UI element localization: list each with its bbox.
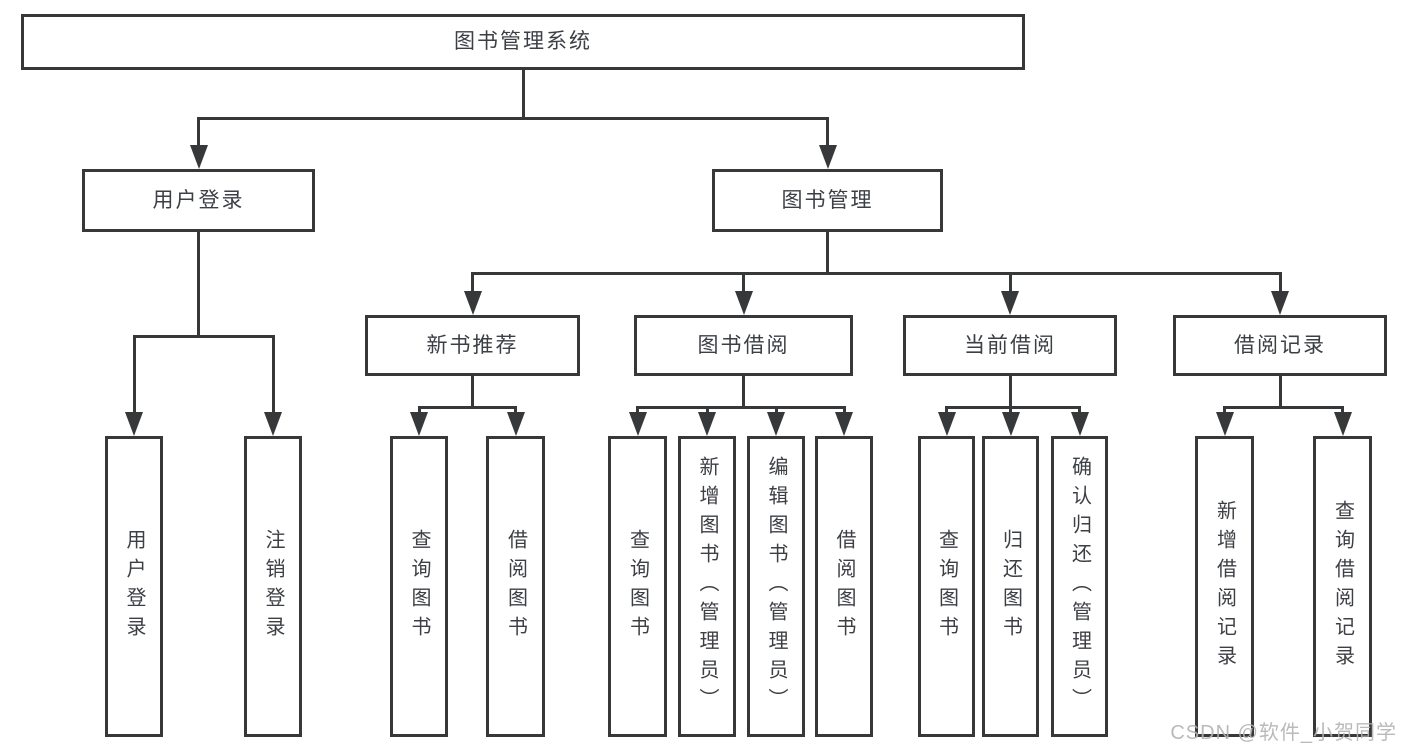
connector-line xyxy=(1341,406,1344,414)
arrow-down-icon xyxy=(767,412,785,436)
arrow-down-icon xyxy=(937,412,956,436)
connector-line xyxy=(417,406,421,414)
arrow-down-icon xyxy=(125,412,143,436)
node-label: 用户登录 xyxy=(123,528,145,645)
node-cb-return-books: 归还图书 xyxy=(982,436,1039,737)
arrow-down-icon xyxy=(1333,412,1352,436)
connector-line xyxy=(945,406,1081,409)
arrow-down-icon xyxy=(698,412,716,436)
connector-line xyxy=(1223,406,1344,409)
arrow-down-icon xyxy=(1215,412,1234,436)
node-new-book-rec: 新书推荐 xyxy=(365,315,580,376)
node-bb-query-books: 查询图书 xyxy=(608,436,667,737)
arrow-down-icon xyxy=(818,145,837,169)
connector-line xyxy=(1223,406,1226,414)
node-label: 新增图书（管理员） xyxy=(696,456,718,717)
connector-line xyxy=(742,272,745,293)
node-user-login: 用户登录 xyxy=(82,169,315,232)
node-label: 新书推荐 xyxy=(426,333,519,357)
connector-line xyxy=(132,335,275,338)
node-bb-add-books: 新增图书（管理员） xyxy=(678,436,736,737)
connector-line xyxy=(1008,376,1012,409)
connector-line xyxy=(774,406,778,414)
node-borrow-records: 借阅记录 xyxy=(1173,315,1387,376)
node-label: 图书管理 xyxy=(781,188,874,212)
connector-line xyxy=(842,406,846,414)
node-label: 确认归还（管理员） xyxy=(1068,456,1091,717)
connector-line xyxy=(197,232,200,338)
connector-line xyxy=(1078,406,1081,414)
node-label: 归还图书 xyxy=(999,528,1022,645)
connector-line xyxy=(826,117,829,147)
node-br-query-record: 查询借阅记录 xyxy=(1313,436,1372,737)
connector-line xyxy=(1278,376,1282,409)
connector-line xyxy=(742,376,745,409)
node-label: 用户登录 xyxy=(152,188,245,212)
connector-line xyxy=(197,117,829,120)
connector-line xyxy=(197,117,200,147)
arrow-down-icon xyxy=(189,145,208,169)
connector-line xyxy=(1008,272,1012,293)
arrow-down-icon xyxy=(410,412,428,436)
node-leaf-logout: 注销登录 xyxy=(244,436,302,737)
arrow-down-icon xyxy=(835,412,853,436)
node-label: 借阅图书 xyxy=(504,528,527,645)
arrow-down-icon xyxy=(1001,412,1020,436)
node-label: 新增借阅记录 xyxy=(1213,499,1236,674)
arrow-down-icon xyxy=(264,412,282,436)
node-label: 借阅图书 xyxy=(833,528,855,645)
connector-line xyxy=(521,70,525,120)
node-label: 借阅记录 xyxy=(1234,333,1326,357)
arrow-down-icon xyxy=(628,412,647,436)
node-label: 图书借阅 xyxy=(697,333,790,357)
connector-line xyxy=(636,406,846,409)
arrow-down-icon xyxy=(1001,291,1019,315)
connector-line xyxy=(826,232,829,275)
node-book-borrow: 图书借阅 xyxy=(634,315,853,376)
node-bb-edit-books: 编辑图书（管理员） xyxy=(747,436,805,737)
node-current-borrow: 当前借阅 xyxy=(903,315,1117,376)
node-book-mgmt: 图书管理 xyxy=(712,169,943,232)
node-nb-query-books: 查询图书 xyxy=(390,436,448,737)
node-label: 查询图书 xyxy=(935,528,958,645)
node-label: 查询图书 xyxy=(626,528,649,645)
node-bb-borrow-books: 借阅图书 xyxy=(815,436,873,737)
connector-line xyxy=(471,272,474,293)
connector-line xyxy=(1278,272,1282,293)
watermark: CSDN @软件_小贺同学 xyxy=(1170,722,1397,744)
node-leaf-user-login: 用户登录 xyxy=(105,436,163,737)
node-cb-query-books: 查询图书 xyxy=(918,436,975,737)
node-root: 图书管理系统 xyxy=(21,14,1025,70)
arrow-down-icon xyxy=(734,291,753,315)
node-cb-confirm-return: 确认归还（管理员） xyxy=(1051,436,1108,737)
node-label: 编辑图书（管理员） xyxy=(765,456,787,717)
connector-line xyxy=(1009,406,1012,414)
node-br-add-record: 新增借阅记录 xyxy=(1195,436,1254,737)
node-label: 查询借阅记录 xyxy=(1331,499,1354,674)
connector-line xyxy=(514,406,517,414)
connector-line xyxy=(132,335,136,414)
node-label: 注销登录 xyxy=(262,528,284,645)
arrow-down-icon xyxy=(506,412,525,436)
connector-line xyxy=(636,406,639,414)
node-label: 当前借阅 xyxy=(964,333,1056,357)
connector-line xyxy=(471,272,1282,275)
connector-line xyxy=(705,406,709,414)
connector-line xyxy=(945,406,948,414)
arrow-down-icon xyxy=(1070,412,1089,436)
connector-line xyxy=(417,406,517,409)
node-label: 图书管理系统 xyxy=(454,30,592,54)
connector-line xyxy=(471,376,474,409)
arrow-down-icon xyxy=(1271,291,1289,315)
node-label: 查询图书 xyxy=(408,528,430,645)
arrow-down-icon xyxy=(463,291,482,315)
node-nb-borrow-books: 借阅图书 xyxy=(486,436,545,737)
connector-line xyxy=(271,335,275,414)
